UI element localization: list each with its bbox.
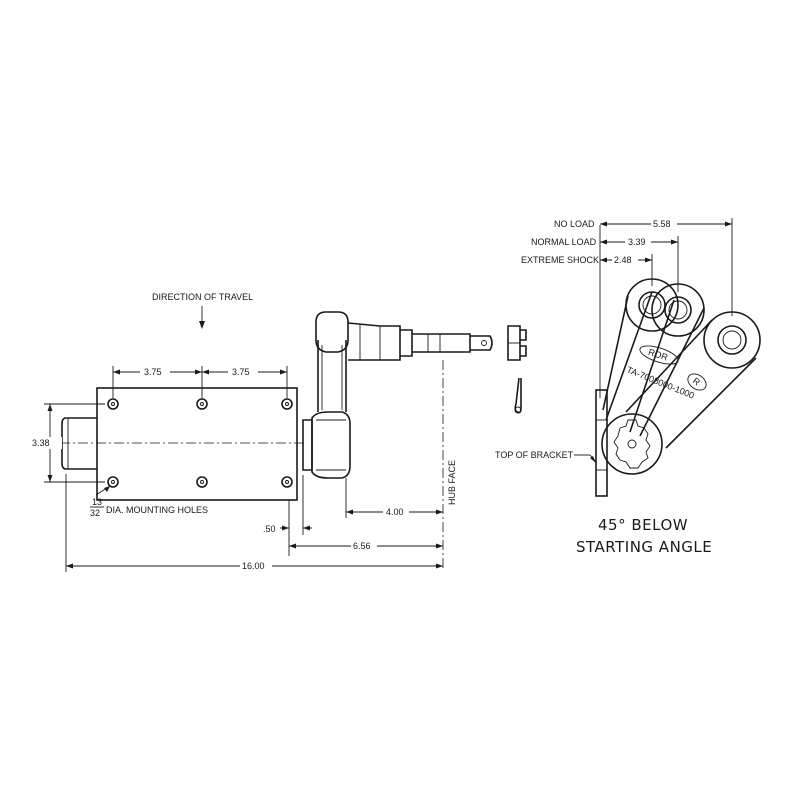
offset-dimension	[280, 475, 312, 556]
dim-3-75-right: 3.75	[232, 367, 250, 377]
hole-spacing-dimension	[112, 366, 288, 398]
mounting-hole	[281, 398, 293, 410]
mounting-hole	[107, 398, 119, 410]
dim-5-58: 5.58	[653, 219, 671, 229]
mounting-holes	[107, 398, 293, 488]
dim-2-48: 2.48	[614, 255, 632, 265]
top-of-bracket-leader	[574, 454, 597, 463]
direction-arrow	[199, 306, 205, 329]
hole-size-denominator: 32	[90, 508, 100, 518]
mounting-hole	[196, 398, 208, 410]
dim-3-39: 3.39	[628, 237, 646, 247]
axle-housing	[60, 387, 305, 501]
angle-caption-line2: STARTING ANGLE	[576, 538, 712, 556]
hub-face-label: HUB FACE	[447, 460, 457, 505]
mounting-hole	[281, 476, 293, 488]
cotter-pin	[514, 377, 522, 414]
no-load-label: NO LOAD	[554, 219, 595, 229]
no-load-dimension	[599, 218, 733, 398]
dim-50: .50	[263, 524, 276, 534]
torsion-hub	[601, 413, 663, 475]
svg-text:ROR: ROR	[647, 347, 670, 363]
mounting-hole	[196, 476, 208, 488]
r-logo: R	[687, 373, 707, 391]
torsion-arm	[302, 311, 351, 479]
dim-3-75-left: 3.75	[144, 367, 162, 377]
overall-dimension	[65, 474, 443, 572]
mounting-holes-label: DIA. MOUNTING HOLES	[106, 505, 208, 515]
dim-4-00: 4.00	[386, 507, 404, 517]
svg-text:R: R	[691, 376, 702, 388]
arm-normal-load	[605, 283, 705, 437]
spindle	[347, 322, 493, 361]
extreme-shock-label: EXTREME SHOCK	[521, 255, 599, 265]
dim-6-56: 6.56	[353, 541, 371, 551]
mounting-hole	[107, 476, 119, 488]
dim-16-00: 16.00	[242, 561, 265, 571]
hole-size-numerator: 13	[92, 497, 102, 507]
castle-nut	[507, 325, 527, 361]
direction-of-travel-label: DIRECTION OF TRAVEL	[152, 292, 253, 302]
dim-3-38: 3.38	[32, 438, 50, 448]
mounting-hole-leader	[95, 485, 111, 496]
top-of-bracket-label: TOP OF BRACKET	[495, 450, 574, 460]
normal-load-label: NORMAL LOAD	[531, 237, 597, 247]
angle-caption-line1: 45° BELOW	[598, 516, 688, 534]
bracket	[595, 389, 608, 497]
